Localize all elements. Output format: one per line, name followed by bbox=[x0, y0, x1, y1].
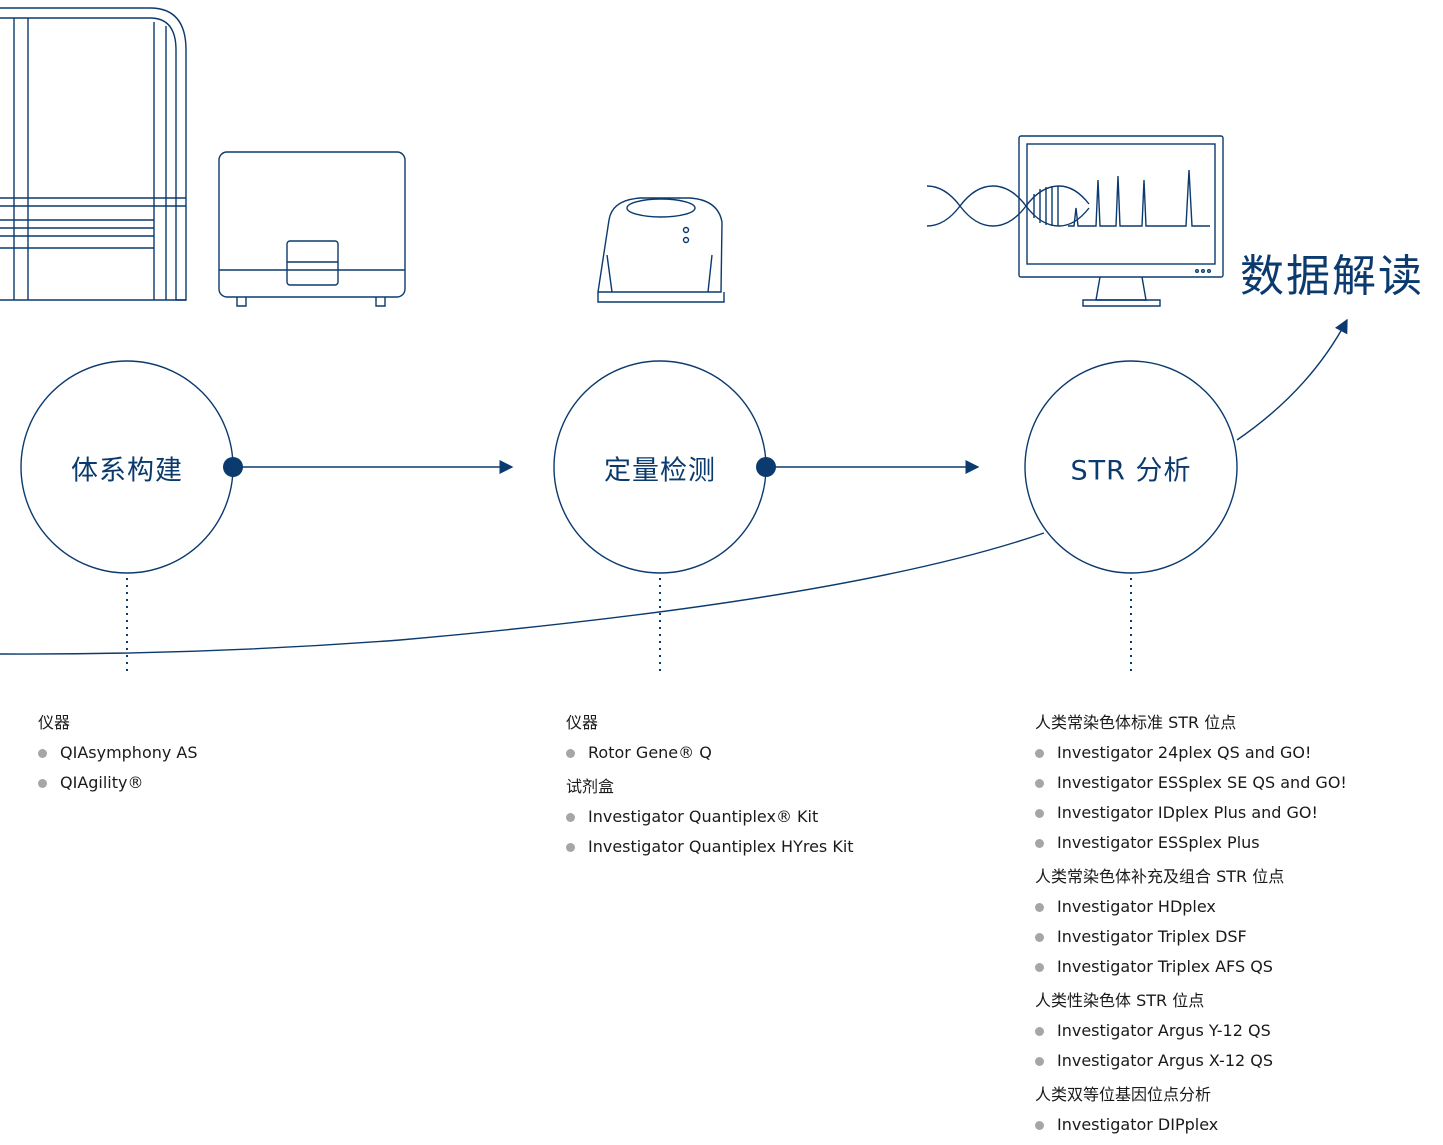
bullet-icon bbox=[38, 779, 47, 788]
connector-dot-1 bbox=[223, 457, 243, 477]
column-2: 仪器 Rotor Gene® Q 试剂盒 Investigator Quanti… bbox=[566, 704, 854, 862]
stage-label-2: 定量检测 bbox=[604, 455, 716, 487]
return-curve bbox=[0, 532, 1045, 655]
bullet-icon bbox=[1035, 903, 1044, 912]
bullet-icon bbox=[566, 843, 575, 852]
list-item: Investigator Argus Y-12 QS bbox=[1035, 1016, 1347, 1046]
list-item: QIAgility® bbox=[38, 768, 198, 798]
list-item: Investigator Triplex AFS QS bbox=[1035, 952, 1347, 982]
bullet-icon bbox=[566, 749, 575, 758]
stage-circle-3 bbox=[1024, 360, 1238, 574]
list-item: Investigator IDplex Plus and GO! bbox=[1035, 798, 1347, 828]
group-heading: 人类性染色体 STR 位点 bbox=[1035, 991, 1205, 1010]
connector-dot-2 bbox=[756, 457, 776, 477]
monitor-dna-icon bbox=[926, 135, 1224, 307]
stage-label-3: STR 分析 bbox=[1070, 455, 1192, 487]
bullet-icon bbox=[1035, 1027, 1044, 1036]
list-item: Investigator ESSplex Plus bbox=[1035, 828, 1347, 858]
group-heading: 仪器 bbox=[566, 713, 599, 732]
list-item: Investigator ESSplex SE QS and GO! bbox=[1035, 768, 1347, 798]
bullet-icon bbox=[1035, 933, 1044, 942]
list-item: Investigator Quantiplex HYres Kit bbox=[566, 832, 854, 862]
group-heading: 仪器 bbox=[38, 713, 71, 732]
column-3: 人类常染色体标准 STR 位点 Investigator 24plex QS a… bbox=[1035, 704, 1347, 1140]
bullet-icon bbox=[1035, 963, 1044, 972]
group-heading: 人类常染色体标准 STR 位点 bbox=[1035, 713, 1237, 732]
list-item: Investigator Quantiplex® Kit bbox=[566, 802, 854, 832]
connector-arrow-3 bbox=[1236, 318, 1348, 441]
bullet-icon bbox=[566, 813, 575, 822]
list-item: QIAsymphony AS bbox=[38, 738, 198, 768]
bullet-icon bbox=[38, 749, 47, 758]
list-item: Rotor Gene® Q bbox=[566, 738, 854, 768]
bullet-icon bbox=[1035, 839, 1044, 848]
stage-label-1: 体系构建 bbox=[71, 455, 183, 487]
list-item: Investigator DIPplex bbox=[1035, 1110, 1347, 1140]
group-heading: 人类双等位基因位点分析 bbox=[1035, 1085, 1212, 1104]
group-heading: 试剂盒 bbox=[566, 777, 615, 796]
list-item: Investigator Argus X-12 QS bbox=[1035, 1046, 1347, 1076]
bullet-icon bbox=[1035, 1057, 1044, 1066]
bullet-icon bbox=[1035, 809, 1044, 818]
list-item: Investigator HDplex bbox=[1035, 892, 1347, 922]
list-item: Investigator Triplex DSF bbox=[1035, 922, 1347, 952]
bullet-icon bbox=[1035, 749, 1044, 758]
group-heading: 人类常染色体补充及组合 STR 位点 bbox=[1035, 867, 1285, 886]
qiasymphony-instrument-icon bbox=[0, 7, 187, 301]
bullet-icon bbox=[1035, 1121, 1044, 1130]
list-item: Investigator 24plex QS and GO! bbox=[1035, 738, 1347, 768]
rotor-gene-q-icon bbox=[597, 197, 725, 303]
qiagility-instrument-icon bbox=[218, 151, 406, 307]
bullet-icon bbox=[1035, 779, 1044, 788]
final-stage-title: 数据解读 bbox=[1240, 251, 1424, 302]
column-1: 仪器 QIAsymphony AS QIAgility® bbox=[38, 704, 198, 798]
